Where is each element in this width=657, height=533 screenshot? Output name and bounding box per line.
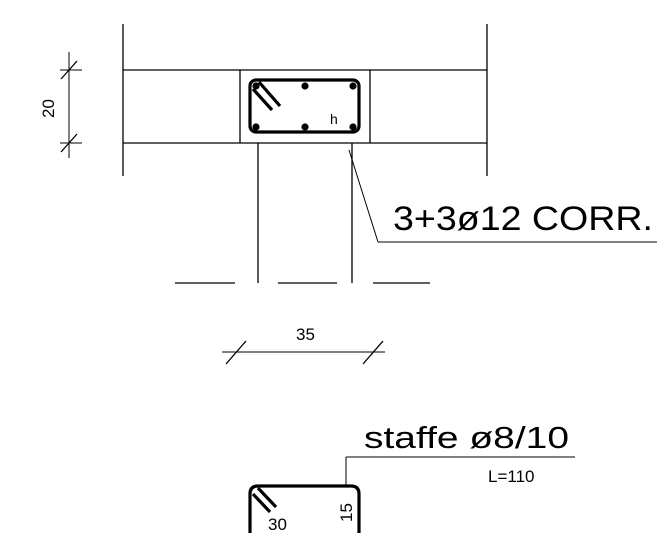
rebar-bottom-right — [349, 123, 357, 131]
rebar-top-mid — [301, 82, 309, 90]
rebar-bottom-left — [252, 123, 260, 131]
stirrup-length: L=110 — [488, 467, 534, 486]
dimension-width-label: 35 — [296, 325, 315, 344]
stirrup-shape: 30 15 — [248, 484, 361, 533]
rebar-top-left — [252, 82, 260, 90]
stirrup-width-label: 30 — [268, 515, 287, 533]
dimension-height-label: 20 — [39, 99, 58, 118]
dimension-height: 20 — [39, 52, 82, 158]
rebar-callout-label: 3+3ø12 CORR. — [393, 200, 653, 238]
hook-mark: h — [330, 111, 338, 127]
stirrup-callout: staffe ø8/10 L=110 — [345, 420, 575, 486]
rebar-cage: h — [248, 78, 361, 134]
slab-outline — [122, 24, 488, 284]
rebar-top-right — [349, 82, 357, 90]
stirrup-height-label: 15 — [337, 503, 356, 522]
dimension-width: 35 — [222, 325, 385, 365]
stirrup-title: staffe ø8/10 — [364, 420, 569, 455]
rebar-callout: 3+3ø12 CORR. — [348, 149, 657, 243]
rebar-bottom-mid — [301, 123, 309, 131]
